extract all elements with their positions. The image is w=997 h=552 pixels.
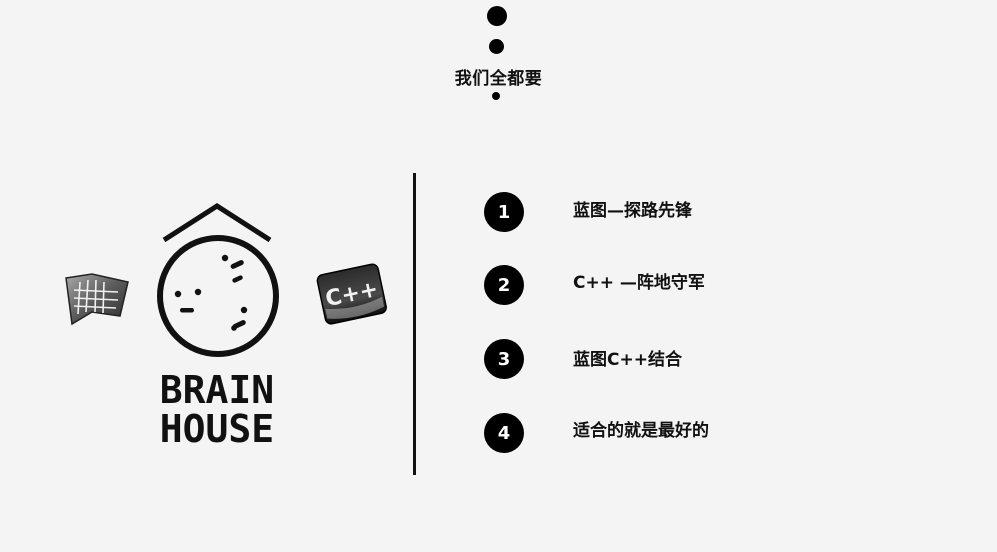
item-label: 适合的就是最好的: [573, 421, 709, 441]
decor-dot-large: [487, 6, 507, 26]
brain-house-logo: BRAIN HOUSE: [157, 203, 279, 450]
item-number-badge: 2: [484, 265, 524, 305]
item-number-badge: 1: [484, 192, 524, 232]
blueprint-map-icon: [65, 273, 129, 326]
item-label: 蓝图—探路先锋: [573, 201, 692, 221]
item-label: 蓝图C++结合: [573, 350, 682, 370]
page-title: 我们全都要: [454, 69, 543, 89]
vertical-divider: [413, 173, 416, 475]
decor-dot-medium: [489, 39, 504, 54]
logo-text-line1: BRAIN: [160, 368, 274, 412]
item-label: C++ —阵地守军: [573, 273, 705, 293]
cpp-logo-icon: C++: [316, 263, 387, 325]
item-number-badge: 4: [484, 413, 524, 453]
logo-text-line2: HOUSE: [160, 407, 274, 450]
item-number-badge: 3: [484, 339, 524, 379]
decor-dot-small: [492, 92, 500, 100]
